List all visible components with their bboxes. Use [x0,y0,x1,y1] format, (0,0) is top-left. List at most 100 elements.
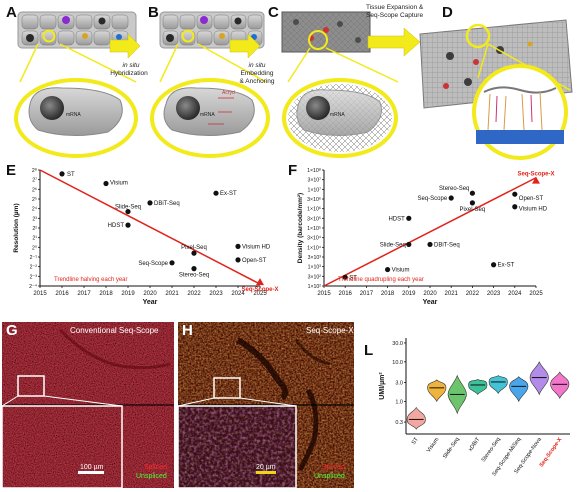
point-label: Seq-Scope-X [517,172,554,178]
y-tick-label: 30.0 [392,341,403,347]
arrow-a-b [109,33,141,59]
y-tick-label: 1×10² [308,284,322,290]
panel-label-c: C [268,4,279,21]
point-label: Ex-ST [220,191,237,197]
point-label: DBiT-Seq [154,201,180,207]
panel-d-zoom [472,64,568,160]
mrna-label-a: mRNA [66,112,81,118]
x-tick-label: 2018 [99,291,113,297]
x-tick-label: 2018 [381,291,395,297]
y-tick-label: 3×10⁶ [307,197,321,203]
y-tick-label: 2⁶ [32,187,37,193]
data-point [103,180,109,187]
point-label: Slide-Seq [115,205,141,211]
panel-b-zoom [150,78,270,158]
y-tick-label: 3×10² [308,274,322,280]
violin [488,375,508,394]
point-label: Visium HD [242,244,271,250]
g-scale-label: 100 µm [80,464,104,471]
y-tick-label: 0.3 [395,420,403,426]
point-label: Ex-ST [498,263,515,269]
panel-label-b: B [148,4,159,21]
violin [550,371,570,400]
y-tick-label: 1×10⁴ [307,245,321,251]
data-point [125,208,131,215]
point-label: Seq-Scope [418,196,448,202]
y-tick-label: 2⁵ [32,197,37,203]
x-tick-label: 2023 [487,291,501,297]
x-tick-label: 2017 [77,291,91,297]
point-label: Pixel-Seq [460,207,486,213]
data-point [169,260,175,266]
highlight-point [256,278,264,286]
y-tick-label: 2⁻⁴ [29,284,37,290]
trendline-label: Trendline halving each year [54,277,128,283]
y-tick-label: 2⁸ [32,168,37,174]
trendline [39,169,261,285]
point-label: Slide-Seq [380,242,406,248]
point-label: Open-ST [242,258,267,264]
violin [427,379,447,403]
panel-label-h: H [182,322,193,339]
point-label: Stereo-Seq [439,186,469,192]
density-chart: 1×10⁸3×10⁷1×10⁷3×10⁶1×10⁶3×10⁵1×10⁵3×10⁴… [297,168,555,306]
step-expansion-label: Tissue Expansion & [366,4,424,11]
panel-c-tissue [281,11,371,53]
point-label: Visium HD [519,207,548,213]
step-hybridization-label: in situ [112,62,150,69]
arrow-c-d [367,27,421,57]
y-axis-label: Resolution (µm) [13,203,20,252]
y-axis-label: UMI/µm² [379,372,386,400]
data-point [342,274,348,280]
y-tick-label: 1×10⁵ [307,226,321,232]
point-label: Seq-Scope [138,261,168,267]
point-label: ST [67,172,75,178]
data-point [191,266,197,272]
g-legend-spliced: Spliced [144,464,167,471]
highlight-point [532,176,540,184]
g-title: Conventional Seq-Scope [70,326,159,335]
x-tick-label: 2019 [402,291,416,297]
data-point [235,257,241,263]
y-tick-label: 3×10³ [308,255,322,261]
panel-label-d: D [442,4,453,21]
panel-b-tissue [159,11,265,49]
microscopy-images [1,322,354,489]
panel-label-e: E [6,162,17,179]
point-label: Visium [392,268,410,274]
violin [468,378,488,396]
violin [509,376,529,403]
point-label: HDST [388,216,405,222]
step-hybridization-label2: Hybridization [110,70,148,77]
category-label: Stereo-Seq [481,437,502,464]
h-legend-spliced: Spliced [322,464,345,471]
mrna-label-b: mRNA [200,112,215,118]
data-point [213,190,219,196]
y-tick-label: 2⁻¹ [30,255,38,261]
panel-label-g: G [6,322,18,339]
point-label: Pixel-Seq [181,245,207,251]
step-embedding-label2: Embedding [240,70,274,77]
category-label: Seq-Scope-X [539,436,564,468]
trendline [323,177,537,287]
category-label: ST [411,436,420,446]
y-tick-label: 1×10³ [308,265,322,271]
category-label: Slide-Seq [442,437,461,460]
point-label: DBiT-Seq [434,242,460,248]
x-tick-label: 2021 [445,291,459,297]
h-title: Seq-Scope-X [306,326,354,335]
y-tick-label: 2² [32,226,37,232]
y-tick-label: 3×10⁷ [307,178,321,184]
y-tick-label: 1×10⁷ [307,187,321,193]
x-tick-label: 2019 [121,291,135,297]
y-tick-label: 2⁻² [30,265,38,271]
y-axis-label: Density (barcode/mm²) [297,193,304,263]
step-embedding-label3: & Anchoring [239,78,275,85]
x-tick-label: 2016 [55,291,69,297]
x-tick-label: 2024 [231,291,245,297]
x-tick-label: 2015 [33,291,47,297]
y-tick-label: 2³ [32,216,37,222]
acryd-label-b: Acryd [222,90,235,96]
